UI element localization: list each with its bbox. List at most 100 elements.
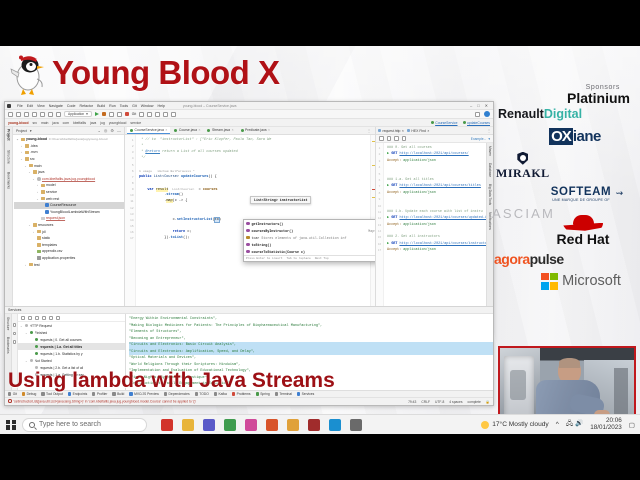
lock-icon[interactable]: 🔒 <box>485 399 490 404</box>
run-request-icon[interactable]: ▶ <box>387 184 392 189</box>
tool-window-maven[interactable]: Maven <box>488 146 492 156</box>
left-tool-rail[interactable]: Project Structure Bookmarks <box>5 127 13 306</box>
http-tab-bar[interactable]: request.http × HEX Find × ⋮ <box>376 127 493 135</box>
tree-expand-icon[interactable]: ⌄ <box>25 330 28 335</box>
editor-tab-bar[interactable]: CourseService.java×Course.java×Stream.ja… <box>125 127 375 135</box>
http-line[interactable]: ### 1.a. Get all titles <box>387 177 486 183</box>
menu-item-help[interactable]: Help <box>157 103 165 108</box>
close-icon[interactable]: × <box>231 128 234 132</box>
taskbar-left[interactable]: Type here to search <box>0 417 147 432</box>
status-right[interactable]: 79:43 CRLF UTF-8 4 spaces complete 🔒 <box>408 400 490 404</box>
more-tabs-icon[interactable]: ⋮ <box>487 128 491 133</box>
services-tree-node[interactable]: requests | 1.b. Statistics by y <box>18 350 125 357</box>
expand-icon[interactable] <box>28 315 32 320</box>
project-tool-window[interactable]: Project ▾ ⌄ ◎ ⚙ — ⌄young-blood C:/Users/… <box>13 127 125 306</box>
tool-window-bookmarks-2[interactable]: Bookmarks <box>6 337 10 354</box>
project-tree-node[interactable]: ⌄com.kbelfallis.java.jug.youngblood <box>14 176 124 183</box>
toolbar-right-actions[interactable] <box>475 111 490 117</box>
git-commit-icon[interactable] <box>147 111 153 117</box>
save-icon[interactable] <box>8 111 13 117</box>
menu-item-file[interactable]: File <box>17 103 23 108</box>
code-line[interactable]: * // to "instructorList" : ["Eric Klopfe… <box>139 137 370 143</box>
close-icon[interactable]: × <box>198 128 201 132</box>
breadcrumb-class-label[interactable]: CourseService <box>435 120 458 125</box>
collapse-icon[interactable] <box>35 315 39 320</box>
response-line[interactable]: "Introduction to Family Engagement in Ed… <box>129 382 232 386</box>
editor-tab[interactable]: Predicate.java× <box>238 127 273 134</box>
intellij-idea-window[interactable]: File Edit View Navigate Code Refactor Bu… <box>4 101 494 406</box>
taskbar-right[interactable]: 17°C Mostly cloudy ^ 🖧 🔊 20:06 18/01/202… <box>481 417 640 431</box>
code-line[interactable]: */ <box>139 155 370 161</box>
app-icon-photoshop[interactable] <box>308 418 320 431</box>
git-toolbar-label[interactable]: Git <box>131 112 137 116</box>
project-tree-node[interactable]: ⌄src <box>14 156 124 163</box>
git-update-icon[interactable] <box>139 111 145 117</box>
git-push-icon[interactable] <box>155 111 161 117</box>
convert-curl-icon[interactable] <box>401 136 406 141</box>
http-line[interactable]: ▶ GET http://localhost:2021/api/courses/… <box>387 241 486 247</box>
project-tree-node[interactable]: appendix.csv <box>14 248 124 255</box>
tool-window-button[interactable]: Endpoints <box>67 392 87 396</box>
tree-expand-icon[interactable]: ⌄ <box>25 358 28 363</box>
examples-icon[interactable] <box>394 136 399 141</box>
rerun-icon[interactable] <box>12 323 17 327</box>
menu-item-refactor[interactable]: Refactor <box>79 103 94 108</box>
project-tree[interactable]: ⌄young-blood C:/Users/kbelfallis/java/ju… <box>13 135 124 306</box>
sync-icon[interactable] <box>16 111 21 117</box>
clock[interactable]: 20:06 18/01/2023 <box>590 417 622 431</box>
completion-hint-next[interactable]: Next Tip <box>314 257 329 260</box>
editor-tab[interactable]: CourseService.java× <box>127 127 171 134</box>
project-tree-node[interactable]: request.json <box>14 215 124 222</box>
settings-icon-2[interactable] <box>12 340 17 344</box>
http-url[interactable]: http://localhost:2021/api/courses/ <box>399 152 469 157</box>
tree-expand-icon[interactable]: ⌄ <box>32 176 35 181</box>
http-url[interactable]: http://localhost:2021/api/courses/titles <box>399 184 481 189</box>
project-tree-node[interactable]: static <box>14 235 124 242</box>
code-line[interactable]: public List<Course> updateCourses() { <box>139 174 370 180</box>
tool-window-button[interactable]: Debug <box>21 392 36 396</box>
menu-item-window[interactable]: Window <box>140 103 154 108</box>
windows-start-icon[interactable] <box>6 419 16 430</box>
run-configuration-selector[interactable]: Application ▾ <box>64 111 92 117</box>
forward-icon[interactable] <box>40 111 45 117</box>
breadcrumb-right[interactable]: CourseService updateCourses <box>430 120 490 125</box>
tool-window-structure[interactable]: Structure <box>6 149 11 164</box>
debug-button[interactable] <box>101 112 106 116</box>
project-tree-node[interactable]: application.properties <box>14 255 124 262</box>
http-line[interactable]: ### 2. Get all instructors <box>387 234 486 240</box>
tool-window-button[interactable]: Spring <box>255 392 270 396</box>
project-tree-node[interactable]: ›.mvn <box>14 149 124 156</box>
http-line[interactable]: Accept: application/json <box>387 247 486 253</box>
run-request-icon[interactable]: ▶ <box>387 241 392 246</box>
project-tree-node[interactable]: ›jdl <box>14 228 124 235</box>
tool-window-button[interactable]: Problems <box>231 392 251 396</box>
search-everywhere-icon[interactable] <box>475 111 480 117</box>
tree-expand-icon[interactable]: › <box>37 183 38 188</box>
tree-expand-icon[interactable]: ⌄ <box>24 163 27 168</box>
http-line[interactable]: ### 1.b. Update each course with list of… <box>387 209 486 215</box>
tray-icons[interactable]: 🖧 🔊 <box>565 420 584 427</box>
menu-item-code[interactable]: Code <box>66 103 76 108</box>
code-line[interactable]: * <box>139 143 370 149</box>
tool-window-button[interactable]: Services <box>296 392 314 396</box>
services-left-rail[interactable]: Structure Bookmarks <box>5 314 12 390</box>
coverage-icon[interactable] <box>108 111 114 117</box>
stop-button[interactable] <box>124 112 129 116</box>
response-line[interactable]: "World Religions Through their Scripture… <box>129 362 241 367</box>
app-icon-file-explorer[interactable] <box>182 418 194 431</box>
menu-bar[interactable]: File Edit View Navigate Code Refactor Bu… <box>5 102 493 110</box>
add-icon[interactable] <box>56 315 60 320</box>
completion-item[interactable]: courseToStatistic(Course c)St <box>244 248 375 255</box>
tool-window-button[interactable]: Dependencies <box>163 392 190 396</box>
app-icon-intellij[interactable] <box>245 418 257 431</box>
breadcrumb-kbelfallis[interactable]: kbelfallis <box>73 120 87 125</box>
response-line[interactable]: "Circuits and Electronics: Amplification… <box>129 348 493 355</box>
http-url[interactable]: http://localhost:2021/api/courses/update… <box>399 216 486 221</box>
tab-hex-find[interactable]: HEX Find × <box>406 129 429 133</box>
app-icon-settings[interactable] <box>350 418 362 431</box>
